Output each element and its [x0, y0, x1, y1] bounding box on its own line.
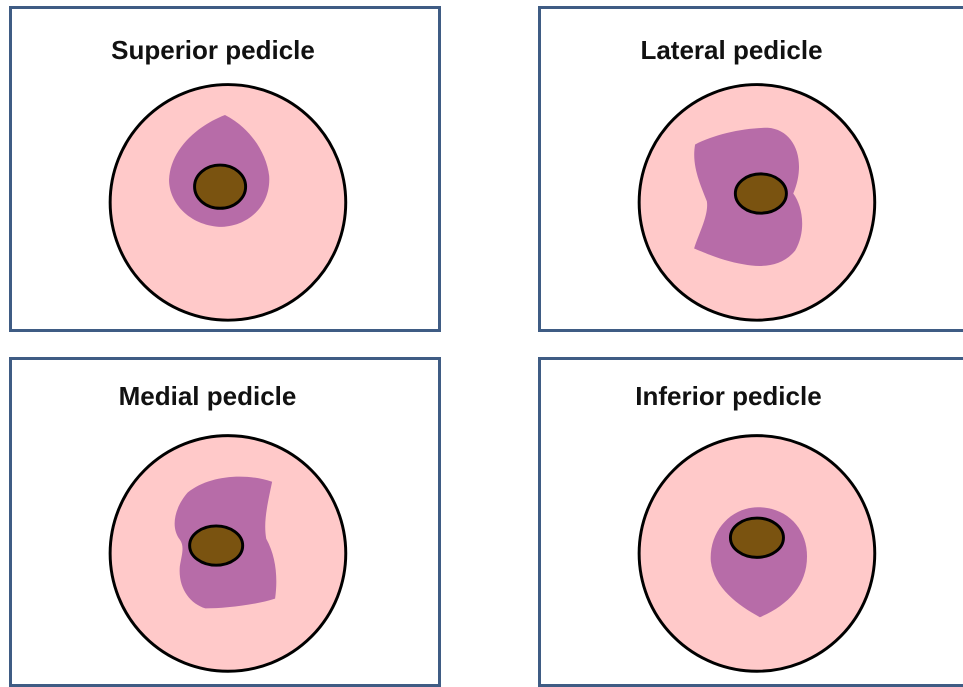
- areola: [730, 518, 783, 557]
- areola: [195, 165, 246, 208]
- panel-superior-pedicle: Superior pedicle: [9, 6, 441, 332]
- panel-medial-pedicle: Medial pedicle: [9, 357, 441, 687]
- breast-diagram: [541, 360, 963, 684]
- areola: [735, 174, 786, 213]
- areola: [190, 526, 243, 565]
- panel-lateral-pedicle: Lateral pedicle: [538, 6, 963, 332]
- panel-inferior-pedicle: Inferior pedicle: [538, 357, 963, 687]
- breast-diagram: [541, 9, 963, 329]
- breast-diagram: [12, 360, 438, 684]
- breast-diagram: [12, 9, 438, 329]
